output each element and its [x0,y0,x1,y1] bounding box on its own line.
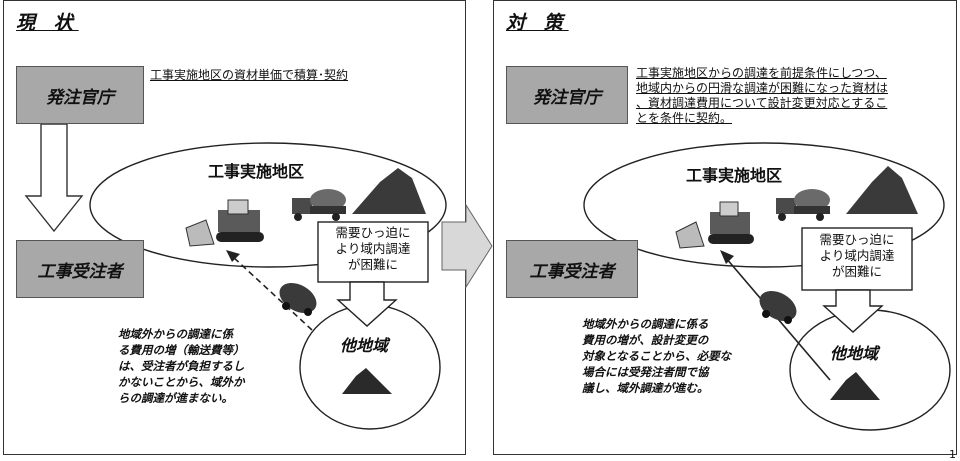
right-bulldozer-icon [675,201,754,249]
left-callout-line: が困難に [347,257,398,272]
left-owner-box: 発注官庁 [16,66,144,124]
right-region-ellipse [583,142,945,268]
right-note-line: 、資材調達費用について設計変更対応とするこ [636,96,888,110]
transition-arrow [441,203,493,289]
left-dashed-route [231,255,313,331]
right-description-line: 場合には受発注者間で協 [582,365,709,379]
right-note: 工事実施地区からの調達を前提条件にしつつ、 地域内からの円滑な調達が困難になった… [636,66,888,126]
right-callout-line: 需要ひっ迫に [819,232,895,247]
right-description: 地域外からの調達に係る 費用の増が、設計変更の 対象となることから、必要な 場合… [582,316,731,396]
left-mountain-icon [352,168,426,214]
page-number: 1 [949,448,956,461]
left-callout-arrow [336,281,398,327]
left-description-line: らの調達が進まない。 [118,391,233,405]
left-callout-box [317,221,429,283]
left-car-icon [279,282,317,316]
left-small-mountain-icon [342,368,392,394]
right-callout-arrow [822,289,884,333]
right-note-line: 工事実施地区からの調達を前提条件にしつつ、 [636,66,887,80]
left-description-line: る費用の増（輸送費等） [118,343,245,357]
right-note-line: 地域内からの円滑な調達が困難になった資材は [636,81,889,95]
left-description-line: かないことから、域外か [118,375,245,389]
right-mixer-truck-icon [776,189,830,221]
right-callout-line: が困難に [831,264,882,279]
right-description-line: 対象となることから、必要な [582,349,732,363]
right-note-line: とを条件に契約。 [636,111,733,125]
left-description: 地域外からの調達に係 る費用の増（輸送費等） は、受注者が負担するし かないこと… [118,326,245,406]
right-callout-text: 需要ひっ迫に より域内調達 が困難に [804,232,910,280]
right-owner-box: 発注官庁 [506,66,628,124]
left-contractor-box: 工事受注者 [16,240,144,298]
left-bulldozer-icon [185,199,264,247]
right-description-line: 地域外からの調達に係る [582,317,709,331]
right-region-label: 工事実施地区 [686,166,783,185]
left-other-region-label: 他地域 [340,336,389,355]
right-car-icon [759,290,797,324]
left-callout-line: より域内調達 [335,241,411,256]
left-heading: 現 状 [16,12,79,34]
left-note: 工事実施地区の資材単価で積算･契約 [150,68,348,83]
left-callout-text: 需要ひっ迫に より域内調達 が困難に [320,225,426,273]
right-other-region-label: 他地域 [830,344,879,363]
left-mixer-truck-icon [292,189,346,221]
right-contractor-box: 工事受注者 [506,240,638,298]
right-callout-line: より域内調達 [819,248,895,263]
right-other-region-ellipse [789,309,951,431]
left-note-line: 工事実施地区の資材単価で積算･契約 [150,68,349,82]
right-description-line: 議し、域外調達が進む。 [582,381,709,395]
right-callout-box [801,227,913,291]
right-mountain-icon [846,166,918,214]
left-description-line: 地域外からの調達に係 [118,327,233,341]
left-region-label: 工事実施地区 [208,162,305,181]
left-callout-line: 需要ひっ迫に [335,225,411,240]
right-small-mountain-icon [830,372,880,400]
right-heading: 対 策 [506,12,569,34]
left-down-arrow [24,123,84,233]
left-region-ellipse [89,142,447,268]
right-description-line: 費用の増が、設計変更の [582,333,709,347]
left-description-line: は、受注者が負担するし [118,359,245,373]
